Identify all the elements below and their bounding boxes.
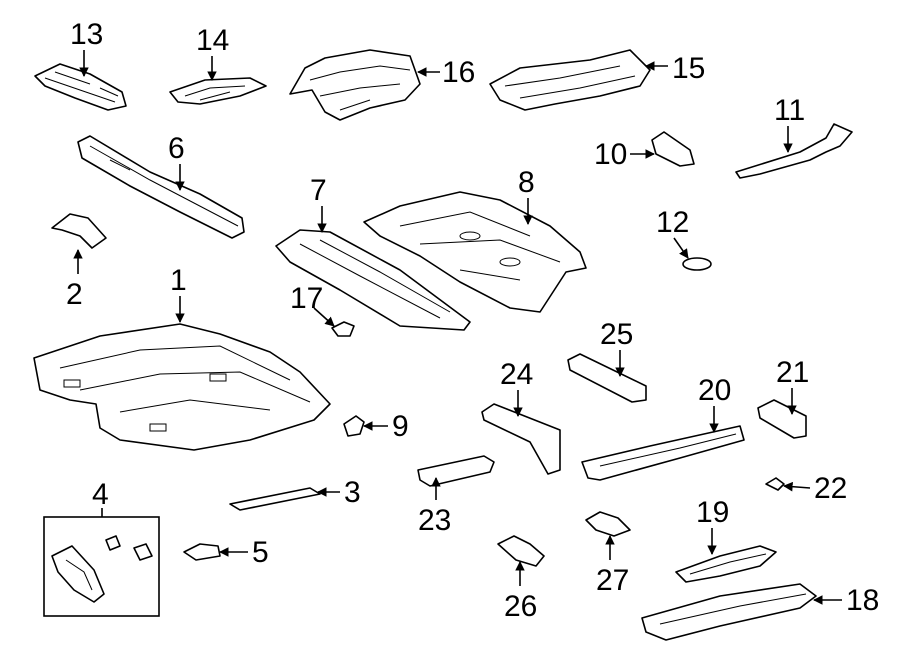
callout-25: 25	[600, 318, 633, 351]
callout-20: 20	[698, 374, 731, 407]
part-9-shape	[343, 415, 365, 437]
part-4-shape	[51, 535, 153, 603]
callout-3: 3	[344, 476, 361, 509]
callout-5: 5	[252, 536, 269, 569]
part-16-shape	[289, 49, 421, 121]
callout-6: 6	[168, 132, 185, 165]
callout-13: 13	[70, 18, 103, 51]
callout-19: 19	[696, 496, 729, 529]
callout-8: 8	[518, 166, 535, 199]
part-10-shape	[651, 131, 695, 167]
callout-27: 27	[596, 564, 629, 597]
callout-4: 4	[92, 478, 109, 511]
leader-17	[313, 307, 335, 327]
callout-26: 26	[504, 590, 537, 623]
part-3-shape	[229, 487, 321, 511]
part-14-shape	[169, 77, 267, 105]
leader-12	[673, 237, 689, 259]
part-24-shape	[481, 403, 561, 475]
callout-9: 9	[392, 410, 409, 443]
part-21-shape	[757, 399, 807, 439]
part-23-shape	[417, 455, 495, 487]
part-22-shape	[765, 477, 785, 491]
part-25-shape	[567, 353, 647, 403]
leader-22	[783, 481, 811, 492]
callout-16: 16	[442, 56, 475, 89]
part-18-shape	[641, 583, 817, 641]
part-15-shape	[489, 49, 651, 111]
part-1-shape	[33, 323, 331, 451]
part-26-shape	[497, 535, 545, 567]
part-20-shape	[581, 425, 745, 481]
callout-21: 21	[776, 356, 809, 389]
part-2-shape	[51, 213, 107, 249]
part-13-shape	[34, 63, 127, 111]
part-19-shape	[675, 545, 777, 583]
callout-11: 11	[774, 94, 805, 127]
part-17-shape	[331, 321, 355, 337]
part-27-shape	[585, 511, 631, 537]
callout-12: 12	[656, 206, 689, 239]
callout-10: 10	[594, 138, 627, 171]
callout-2: 2	[66, 278, 83, 311]
part-11-shape	[735, 123, 853, 179]
callout-18: 18	[846, 584, 879, 617]
part-7-shape	[275, 229, 471, 331]
callout-15: 15	[672, 52, 705, 85]
callout-17: 17	[290, 282, 323, 315]
callout-22: 22	[814, 472, 847, 505]
part-12-shape	[682, 257, 712, 271]
callout-14: 14	[196, 24, 229, 57]
callout-1: 1	[170, 264, 187, 297]
callout-7: 7	[310, 174, 327, 207]
callout-24: 24	[500, 358, 533, 391]
part-5-shape	[183, 543, 221, 561]
part-6-shape	[77, 135, 245, 239]
callout-23: 23	[418, 504, 451, 537]
